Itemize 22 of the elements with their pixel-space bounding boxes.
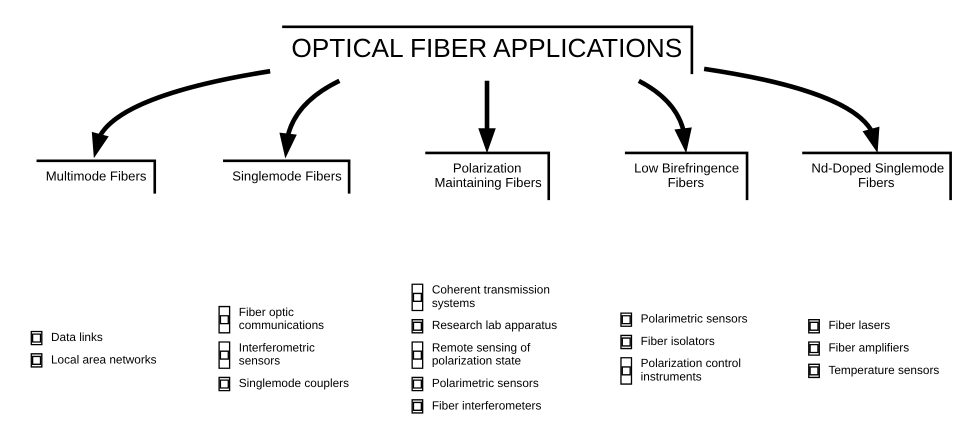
node-text: OPTICAL FIBER APPLICATIONS	[291, 32, 682, 63]
node-label: Polarimetric sensors	[640, 311, 748, 326]
node-label: Local area networks	[51, 352, 157, 366]
node-label: Fiber amplifiers	[828, 340, 910, 354]
node-text: Polarization Maintaining Fibers	[434, 160, 542, 190]
node-text: Singlemode Fibers	[232, 168, 342, 183]
node-label: Fiber interferometers	[432, 398, 542, 412]
node-text: Multimode Fibers	[46, 168, 146, 183]
node-label: Research lab apparatus	[432, 318, 558, 332]
node-label: Polarimetric sensors	[432, 375, 539, 390]
node-label: Data links	[51, 329, 103, 344]
node-text: Nd-Doped Singlemode Fibers	[811, 160, 944, 190]
node-label: Temperature sensors	[828, 362, 940, 376]
node-label: Remote sensing of polarization state	[432, 340, 530, 368]
node-text: Low Birefringence Fibers	[634, 160, 740, 190]
node-label: Fiber optic communications	[238, 304, 324, 332]
node-label: Singlemode couplers	[238, 375, 349, 390]
node-label: Fiber isolators	[640, 333, 715, 348]
node-label: Coherent transmission systems	[432, 282, 550, 310]
node-label: Interferometric sensors	[238, 340, 315, 368]
node-label: Polarization control instruments	[640, 356, 741, 383]
node-label: Fiber lasers	[828, 318, 890, 332]
